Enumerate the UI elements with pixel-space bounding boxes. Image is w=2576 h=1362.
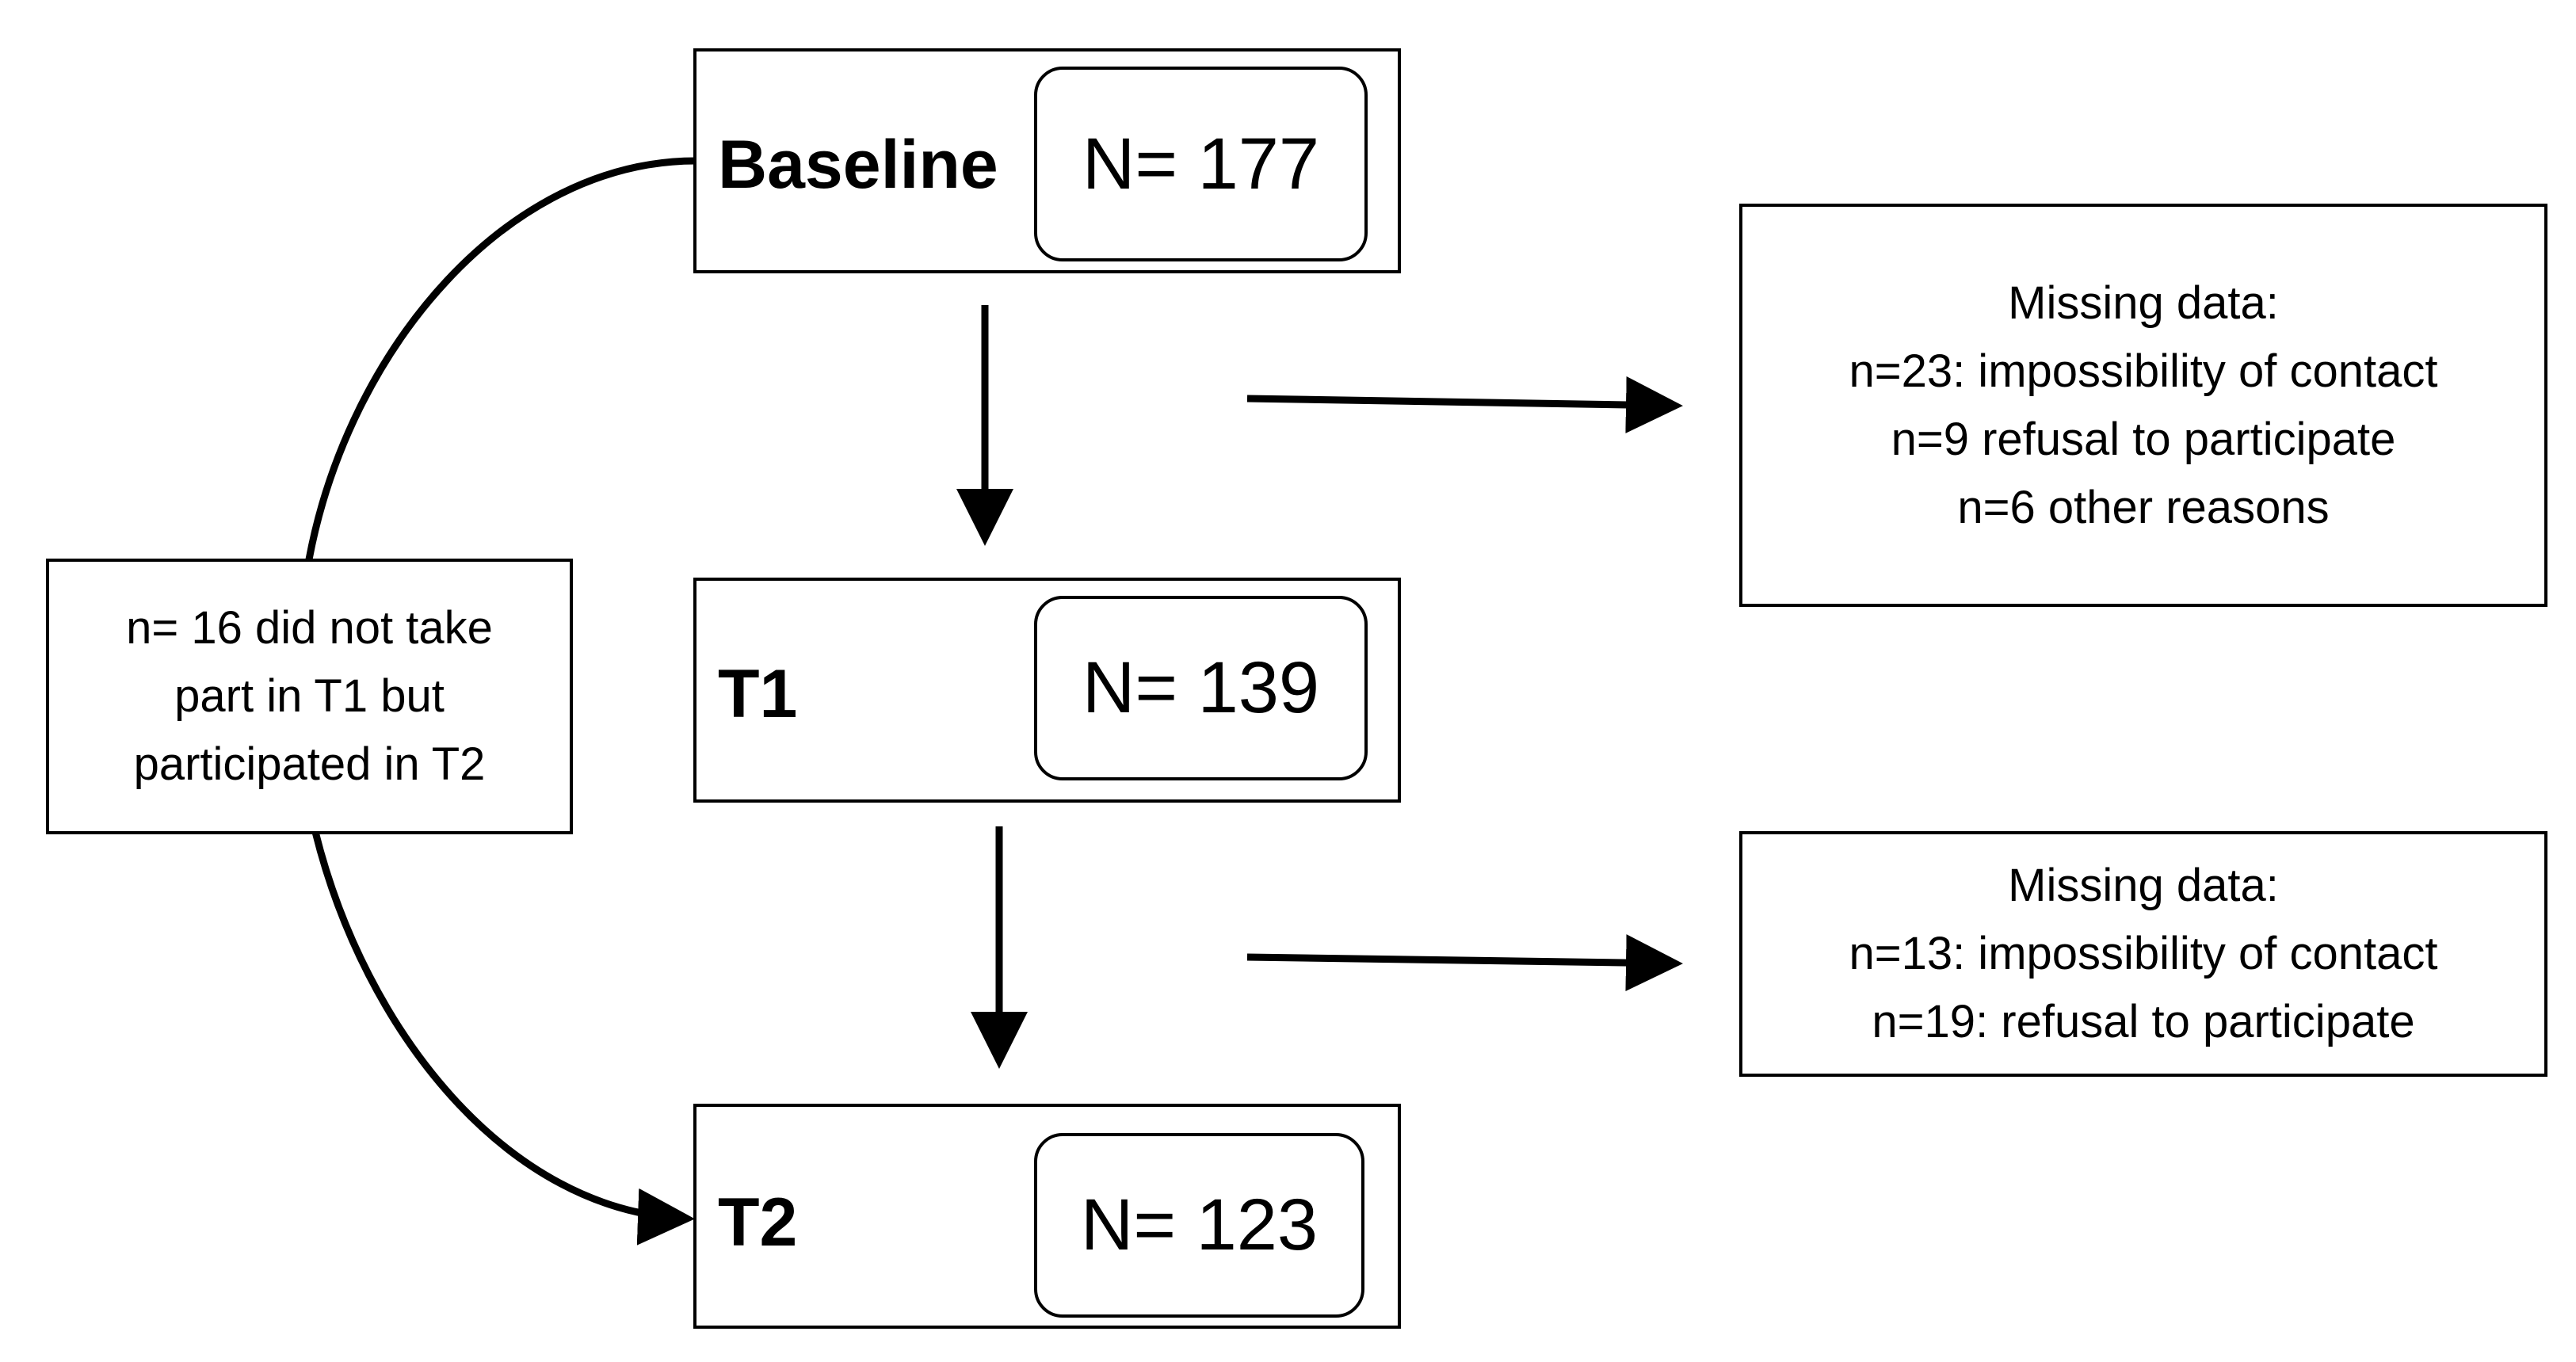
missing-data-t1-box: Missing data: n=23: impossibility of con… xyxy=(1739,204,2547,607)
curve-side-note-to-t2 xyxy=(311,830,695,1246)
arrow-missing-t1 xyxy=(1246,376,1683,433)
t2-label: T2 xyxy=(718,1185,798,1261)
missing-data-t1-line-2: n=9 refusal to participate xyxy=(1891,413,2396,465)
side-note-box: n= 16 did not take part in T1 but partic… xyxy=(46,559,573,834)
missing-data-t1-line-3: n=6 other reasons xyxy=(1957,481,2330,533)
t1-label: T1 xyxy=(718,656,798,732)
curve-baseline-to-side-note xyxy=(305,157,696,560)
missing-data-t2-line-2: n=19: refusal to participate xyxy=(1872,996,2415,1047)
baseline-count: N= 177 xyxy=(1034,67,1368,261)
t2-stage-box: T2 N= 123 xyxy=(693,1104,1401,1329)
missing-data-t2-title: Missing data: xyxy=(2008,860,2279,911)
t1-stage-box: T1 N= 139 xyxy=(693,578,1401,803)
t1-count: N= 139 xyxy=(1034,596,1368,780)
missing-data-t1-line-1: n=23: impossibility of contact xyxy=(1849,345,2438,397)
missing-data-t2-box: Missing data: n=13: impossibility of con… xyxy=(1739,831,2547,1077)
side-note-line-1: n= 16 did not take xyxy=(126,602,493,654)
side-note-line-2: part in T1 but xyxy=(174,670,445,722)
arrow-missing-t2 xyxy=(1246,934,1683,992)
baseline-label: Baseline xyxy=(718,127,998,203)
missing-data-t1-title: Missing data: xyxy=(2008,277,2279,329)
t2-count: N= 123 xyxy=(1034,1133,1364,1318)
side-note-line-3: participated in T2 xyxy=(133,738,486,790)
missing-data-t2-line-1: n=13: impossibility of contact xyxy=(1849,928,2438,979)
baseline-stage-box: Baseline N= 177 xyxy=(693,48,1401,273)
